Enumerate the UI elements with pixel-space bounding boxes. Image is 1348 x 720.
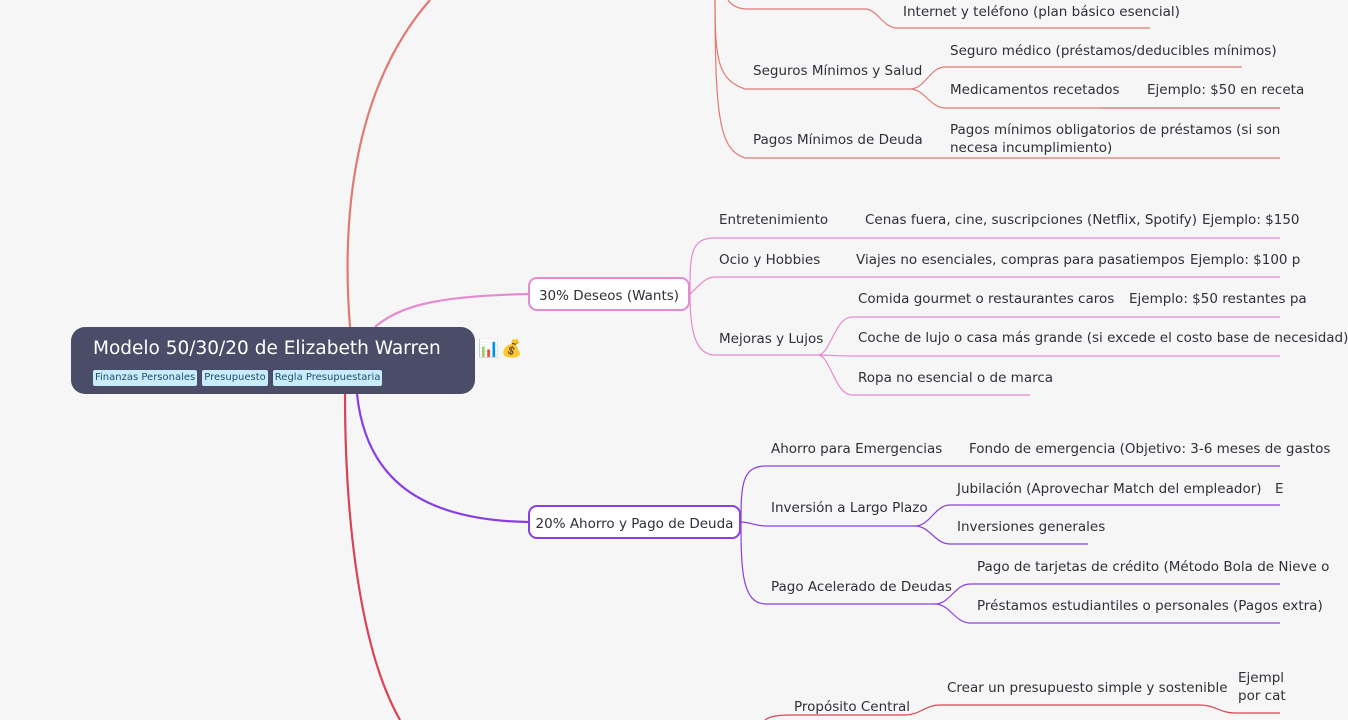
root-to-purpose-edge xyxy=(343,393,401,720)
node-pago-acelerado-deudas[interactable]: Pago Acelerado de Deudas xyxy=(771,579,952,595)
tag-regla-presupuestaria[interactable]: Regla Presupuestaria xyxy=(272,370,383,386)
node-ahorro-emergencias[interactable]: Ahorro para Emergencias xyxy=(771,441,943,457)
node-crear-presupuesto[interactable]: Crear un presupuesto simple y sostenible xyxy=(947,680,1228,696)
node-viajes-no-esenciales[interactable]: Viajes no esenciales, compras para pasat… xyxy=(856,252,1185,268)
tag-finanzas-personales[interactable]: Finanzas Personales xyxy=(93,370,198,386)
mind-map-connectors xyxy=(343,0,1280,720)
node-ropa-no-esencial[interactable]: Ropa no esencial o de marca xyxy=(858,370,1054,386)
root-to-needs-edge xyxy=(346,0,431,328)
node-prestamos-estudiantiles[interactable]: Préstamos estudiantiles o personales (Pa… xyxy=(977,598,1323,614)
node-jubilacion[interactable]: Jubilación (Aprovechar Match del emplead… xyxy=(957,481,1262,497)
node-seguros-minimos-salud[interactable]: Seguros Mínimos y Salud xyxy=(753,63,923,79)
node-entretenimiento-ejemplo[interactable]: Ejemplo: $150 xyxy=(1202,212,1300,228)
purpose-edges xyxy=(764,704,1280,720)
node-pagos-minimos-obligatorios[interactable]: Pagos mínimos obligatorios de préstamos … xyxy=(950,122,1281,156)
savings-edges xyxy=(740,465,1280,624)
tag-presupuesto[interactable]: Presupuesto xyxy=(202,370,268,386)
node-proposito-central[interactable]: Propósito Central xyxy=(794,699,911,715)
node-30-deseos[interactable]: 30% Deseos (Wants) xyxy=(528,277,690,311)
node-medicamentos-ejemplo[interactable]: Ejemplo: $50 en receta xyxy=(1147,82,1305,98)
node-inversiones-generales[interactable]: Inversiones generales xyxy=(957,519,1106,535)
node-seguro-medico[interactable]: Seguro médico (préstamos/deducibles míni… xyxy=(950,43,1277,59)
node-entretenimiento[interactable]: Entretenimiento xyxy=(719,212,829,228)
node-tarjetas-credito[interactable]: Pago de tarjetas de crédito (Método Bola… xyxy=(977,559,1330,575)
root-tags: Finanzas Personales Presupuesto Regla Pr… xyxy=(93,370,383,386)
node-ocio-ejemplo[interactable]: Ejemplo: $100 p xyxy=(1190,252,1301,268)
chart-icon: 📊 xyxy=(478,339,500,359)
root-to-wants-edge xyxy=(374,292,529,328)
needs-edges xyxy=(714,0,1280,159)
node-20-ahorro[interactable]: 20% Ahorro y Pago de Deuda xyxy=(528,505,741,539)
node-comida-gourmet[interactable]: Comida gourmet o restaurantes caros xyxy=(858,291,1115,307)
node-mejoras-lujos[interactable]: Mejoras y Lujos xyxy=(719,331,824,347)
node-jubilacion-ejemplo[interactable]: E xyxy=(1275,481,1284,497)
node-ocio-hobbies[interactable]: Ocio y Hobbies xyxy=(719,252,821,268)
node-internet-telefono[interactable]: Internet y teléfono (plan básico esencia… xyxy=(903,4,1180,20)
money-bag-icon: 💰 xyxy=(501,339,523,359)
node-inversion-largo-plazo[interactable]: Inversión a Largo Plazo xyxy=(771,500,928,516)
node-medicamentos-recetados[interactable]: Medicamentos recetados xyxy=(950,82,1120,98)
node-pagos-minimos-deuda[interactable]: Pagos Mínimos de Deuda xyxy=(753,132,923,148)
node-fondo-emergencia[interactable]: Fondo de emergencia (Objetivo: 3-6 meses… xyxy=(969,441,1331,457)
node-comida-ejemplo[interactable]: Ejemplo: $50 restantes pa xyxy=(1129,291,1307,307)
node-coche-lujo[interactable]: Coche de lujo o casa más grande (si exce… xyxy=(858,330,1348,346)
wants-edges xyxy=(689,237,1280,396)
root-title: Modelo 50/30/20 de Elizabeth Warren xyxy=(93,338,441,359)
node-cenas-fuera[interactable]: Cenas fuera, cine, suscripciones (Netfli… xyxy=(865,212,1198,228)
root-node[interactable]: Modelo 50/30/20 de Elizabeth Warren 📊 💰 … xyxy=(71,327,522,394)
node-proposito-ejemplo[interactable]: Ejempl por cat xyxy=(1238,670,1286,704)
root-to-savings-edge xyxy=(355,393,529,524)
